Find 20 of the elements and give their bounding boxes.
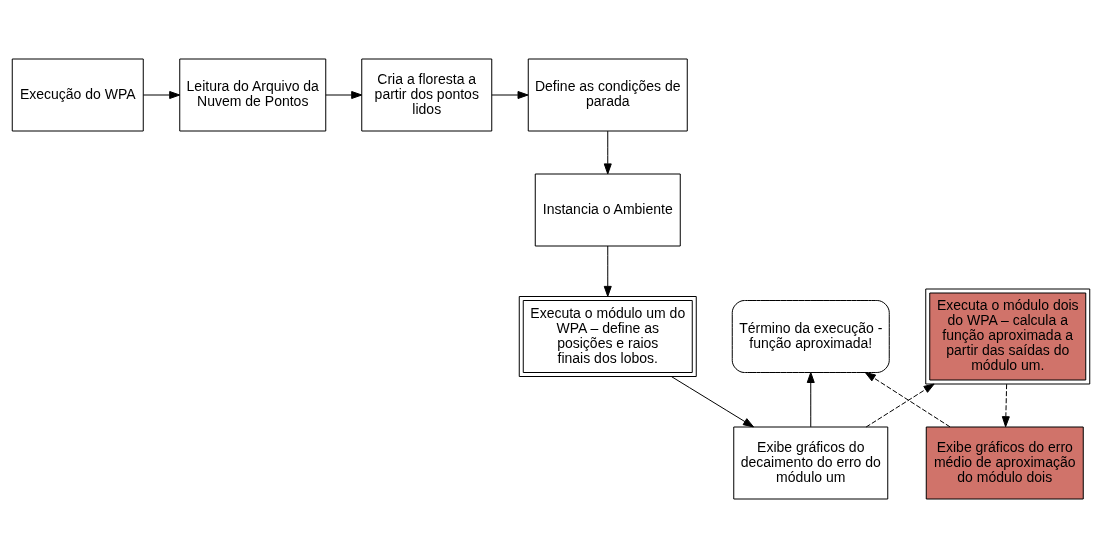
- node-box: Exibe gráficos do decaimento do erro do módulo um: [733, 426, 889, 500]
- arrow: [603, 130, 612, 175]
- arrow: [865, 383, 935, 428]
- arrow: [864, 372, 951, 428]
- node-box: Executa o módulo dois do WPA – calcula a função aproximada a partir das saídas do módulo um.: [925, 288, 1091, 385]
- node-box: Instancia o Ambiente: [534, 173, 681, 247]
- node-box: Exibe gráficos do erro médio de aproximação do módulo dois: [925, 426, 1084, 500]
- arrow: [806, 372, 815, 428]
- arrow: [491, 91, 529, 99]
- node-box: Cria a floresta a partir dos pontos lidos: [361, 58, 493, 132]
- arrow: [325, 91, 363, 99]
- node-box: Leitura do Arquivo da Nuvem de Pontos: [179, 58, 327, 132]
- arrow: [603, 245, 612, 297]
- node-box: Término da execução - função aproximada!: [731, 300, 890, 373]
- node-box: Executa o módulo um do WPA – define as posições e raios finais dos lobos.: [518, 296, 697, 377]
- node-box: Define as condições de parada: [527, 58, 688, 132]
- arrow: [1001, 383, 1010, 428]
- node-box: Execução do WPA: [11, 58, 144, 132]
- arrow: [670, 376, 754, 428]
- arrow: [142, 91, 181, 99]
